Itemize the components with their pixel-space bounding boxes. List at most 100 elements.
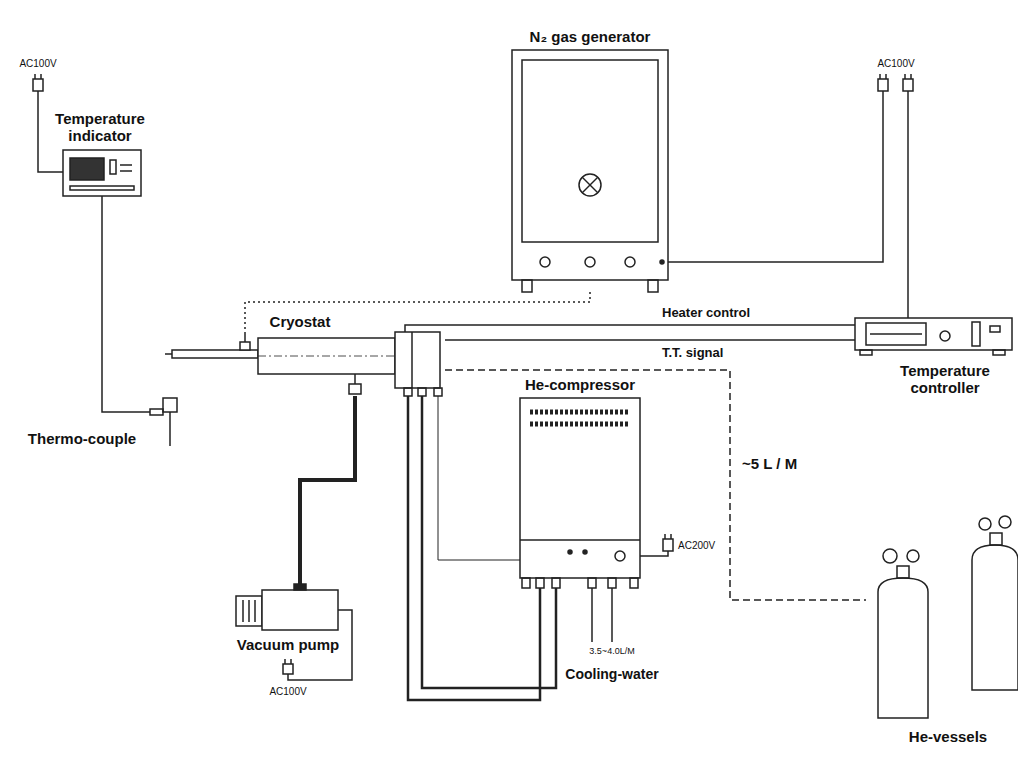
indicator-base <box>70 186 134 190</box>
cryostat-head-outline <box>165 332 445 396</box>
indicator-unit-outline <box>63 150 141 196</box>
head-flange <box>395 332 440 388</box>
water-port <box>588 578 596 588</box>
power-socket <box>660 260 664 264</box>
front-panel <box>522 60 658 242</box>
outlet-knob <box>585 257 595 267</box>
generator-cabinet-outline <box>512 50 668 292</box>
pump-body <box>262 590 338 630</box>
power-cord <box>38 91 63 172</box>
indicator-display <box>70 158 104 180</box>
panel-line <box>520 539 640 541</box>
power-plug <box>33 74 43 91</box>
valve-stem <box>354 374 356 384</box>
control-knob <box>940 331 950 341</box>
controller-unit: Temperature controller <box>855 318 1012 397</box>
node-label: Vacuum pump <box>237 636 340 653</box>
power-cord <box>664 91 883 262</box>
compressor-foot <box>630 578 638 588</box>
indicator-mark <box>120 164 132 166</box>
plug-body <box>663 539 673 551</box>
gas-port <box>536 578 544 588</box>
power-cord <box>907 91 909 318</box>
heater-cable <box>405 325 855 332</box>
power-plug <box>283 659 293 674</box>
power-plug <box>663 534 673 551</box>
sample-rod <box>172 350 258 358</box>
vacuum-hose <box>300 396 355 584</box>
cooling-water-pipe <box>611 588 613 642</box>
signal-cable <box>445 339 855 341</box>
power-plug <box>878 74 888 91</box>
drive-cable <box>438 396 520 560</box>
sample-tip <box>165 353 172 355</box>
compressor-unit: He-compressor <box>520 376 640 588</box>
vacuum-pump-unit: Vacuum pump <box>236 584 339 653</box>
fan-cross <box>582 177 598 193</box>
node-label: Thermo-couple <box>28 430 136 447</box>
node-label: He-compressor <box>525 376 635 393</box>
edge-label: T.T. signal <box>660 346 725 361</box>
cylinder-valve <box>897 566 909 578</box>
gas-port <box>404 388 412 396</box>
gas-cylinders: He-vessels <box>866 514 1018 745</box>
node-label: Cryostat <box>270 313 331 330</box>
power-switch <box>990 326 1000 332</box>
thermocouple-probe: Thermo-couple <box>28 398 186 447</box>
pump-motor <box>236 596 262 626</box>
pressure-gauge <box>999 516 1011 528</box>
cabinet-outline <box>512 50 668 280</box>
generator-cabinet: N₂ gas generator <box>512 28 668 292</box>
indicator-switch <box>110 160 116 174</box>
indicator-mark <box>120 170 132 172</box>
helium-line <box>445 370 866 600</box>
compressor-case <box>520 398 640 578</box>
indicator-unit: Temperature indicator <box>45 110 155 196</box>
annotation-label: AC100V <box>19 58 56 70</box>
indicator-lamp <box>583 550 587 554</box>
nitrogen-line <box>245 292 590 332</box>
thermocouple-probe-outline <box>150 398 186 446</box>
power-socket <box>615 551 625 561</box>
cabinet-foot <box>522 280 532 292</box>
motor-fin <box>254 600 256 622</box>
controller-foot <box>993 350 1005 355</box>
gas-fitting <box>240 342 250 350</box>
thermocouple-wire <box>102 196 150 412</box>
gas-port <box>552 578 560 588</box>
indicator-lamp <box>568 550 572 554</box>
indicator-case <box>63 150 141 196</box>
motor-fin <box>248 600 250 622</box>
vacuum-valve <box>349 384 361 394</box>
chart-trace <box>870 333 922 335</box>
gas-cylinder <box>972 545 1018 690</box>
annotation-label: AC100V <box>269 686 306 698</box>
cylinder-valve <box>990 533 1002 545</box>
water-port <box>608 578 616 588</box>
outlet-knob <box>540 257 550 267</box>
annotation-label: AC200V <box>678 540 715 552</box>
fan-cross <box>582 177 598 193</box>
outlet-knob <box>625 257 635 267</box>
plug-body <box>283 664 293 674</box>
power-plug <box>903 74 913 91</box>
annotation-label: Cooling-water <box>565 666 658 682</box>
controller-case <box>855 318 1012 350</box>
vent-row <box>530 410 630 415</box>
pressure-gauge <box>979 518 991 530</box>
edge-label: ~5 L / M <box>740 455 799 472</box>
cold-head-cylinder <box>258 338 395 374</box>
node-label: He-vessels <box>909 728 987 745</box>
gas-cylinder <box>878 578 928 718</box>
vent-row <box>530 422 630 427</box>
cooling-water-pipe <box>591 588 593 642</box>
compressor-unit-outline <box>520 398 640 588</box>
edge-label: Heater control <box>660 306 752 321</box>
gas-inlet <box>244 332 246 342</box>
center-line <box>258 356 395 357</box>
power-cord <box>640 551 668 556</box>
